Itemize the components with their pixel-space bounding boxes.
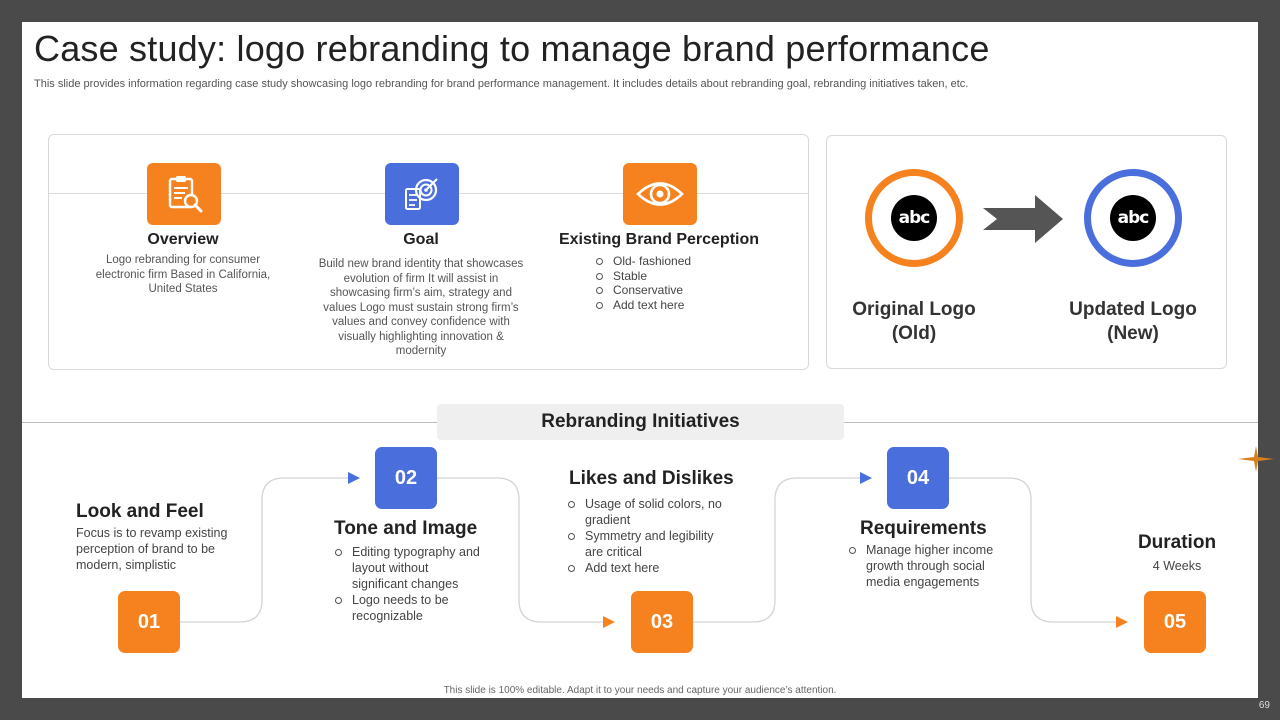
step-04-list: Manage higher income growth through soci…	[848, 542, 998, 590]
step-01-badge: 01	[118, 591, 180, 653]
step-03-title: Likes and Dislikes	[569, 468, 734, 489]
goal-icon-tile	[385, 163, 459, 225]
page-number: 69	[1258, 700, 1270, 711]
updated-logo-caption: Updated Logo (New)	[1055, 298, 1211, 346]
overview-title: Overview	[147, 231, 219, 248]
target-checklist-icon	[405, 178, 438, 210]
step-02-title: Tone and Image	[334, 518, 478, 539]
abc-logo-icon: abc	[891, 195, 937, 241]
list-item: Usage of solid colors, no gradient	[567, 496, 735, 528]
step-05-title: Duration	[1137, 532, 1217, 553]
step-02-list: Editing typography and layout without si…	[334, 544, 484, 624]
step-05-badge: 05	[1144, 591, 1206, 653]
perception-icon-tile	[623, 163, 697, 225]
step-03-badge: 03	[631, 591, 693, 653]
initiatives-banner: Rebranding Initiatives	[437, 404, 844, 440]
slide: Case study: logo rebranding to manage br…	[22, 22, 1274, 698]
page-title: Case study: logo rebranding to manage br…	[34, 28, 990, 69]
list-item: Add text here	[567, 560, 735, 576]
list-item: Manage higher income growth through soci…	[848, 542, 998, 590]
list-item: Symmetry and legibility are critical	[567, 528, 735, 560]
eye-icon	[636, 182, 684, 206]
goal-text: Build new brand identity that showcases …	[318, 258, 524, 357]
step-04-badge: 04	[887, 447, 949, 509]
clipboard-search-icon	[168, 176, 203, 213]
step-02-badge: 02	[375, 447, 437, 509]
footer-note: This slide is 100% editable. Adapt it to…	[443, 685, 837, 696]
caption-line: (New)	[1107, 323, 1159, 344]
perception-list: Old- fashioned Stable Conservative Add t…	[595, 254, 775, 312]
step-03-list: Usage of solid colors, no gradient Symme…	[567, 496, 735, 576]
list-item: Add text here	[595, 298, 775, 313]
overview-icon-tile	[147, 163, 221, 225]
sparkle-icon	[1238, 446, 1274, 472]
list-item: Logo needs to be recognizable	[334, 592, 484, 624]
process-connector	[180, 472, 1128, 628]
abc-logo-icon: abc	[1110, 195, 1156, 241]
step-01-text: Focus is to revamp existing perception o…	[76, 526, 228, 572]
overview-text: Logo rebranding for consumer electronic …	[95, 254, 271, 295]
info-panel: Overview Logo rebranding for consumer el…	[48, 134, 809, 370]
step-05-text: 4 Weeks	[1152, 559, 1202, 573]
caption-line: (Old)	[891, 323, 937, 344]
original-logo: abc	[865, 169, 963, 267]
list-item: Conservative	[595, 283, 775, 298]
page-subtitle: This slide provides information regardin…	[34, 78, 969, 90]
caption-line: Original Logo	[852, 299, 976, 320]
list-item: Editing typography and layout without si…	[334, 544, 484, 592]
caption-line: Updated Logo	[1069, 299, 1197, 320]
step-04-title: Requirements	[860, 518, 987, 539]
step-01-title: Look and Feel	[76, 501, 204, 522]
updated-logo: abc	[1084, 169, 1182, 267]
list-item: Stable	[595, 269, 775, 284]
list-item: Old- fashioned	[595, 254, 775, 269]
perception-title: Existing Brand Perception	[558, 231, 760, 248]
arrow-right-icon	[983, 195, 1063, 243]
logo-panel: abc abc Original Logo (Old) Updated Logo…	[826, 135, 1227, 369]
original-logo-caption: Original Logo (Old)	[839, 298, 989, 346]
goal-title: Goal	[403, 231, 439, 248]
